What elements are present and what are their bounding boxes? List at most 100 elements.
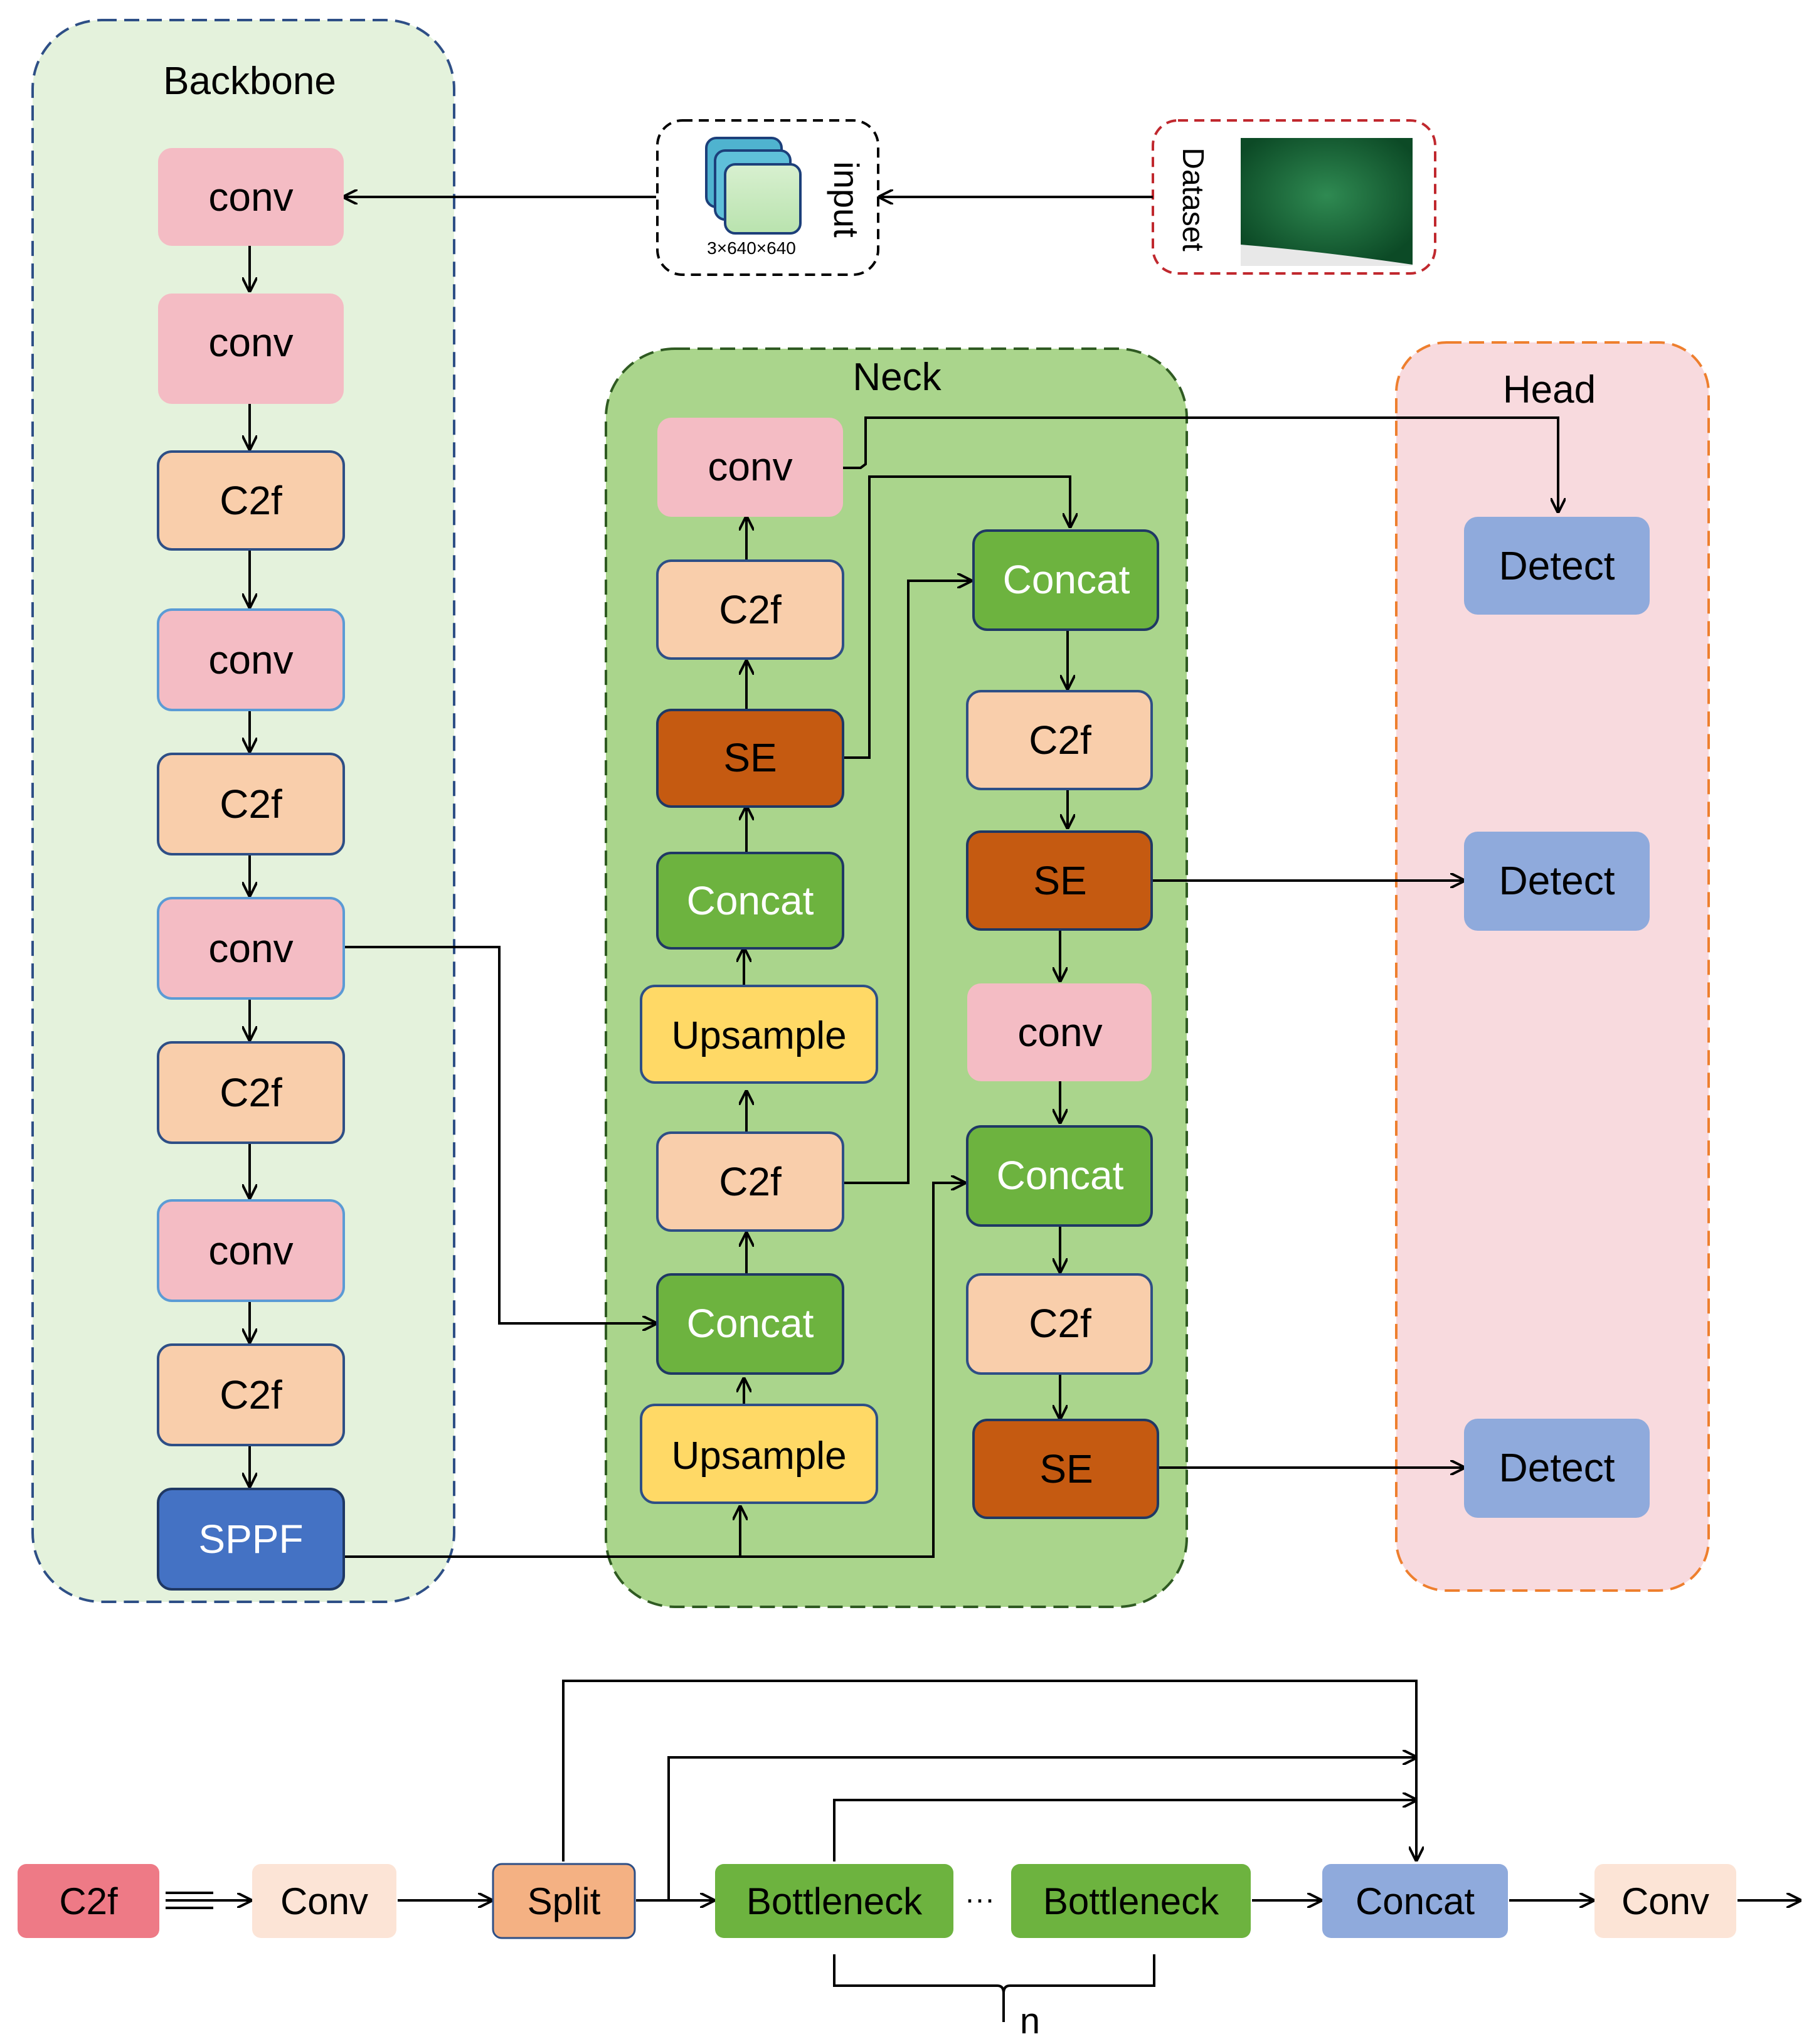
dataset-label: Dataset [1176, 147, 1209, 251]
dataset-image-desk [1241, 245, 1413, 266]
c2f-module-split: Split [492, 1863, 636, 1939]
neck-right-blocks: Concat C2f SE conv Concat C2f SE [966, 529, 1159, 1519]
input-tile-front [724, 163, 802, 235]
neck-block-c2f: C2f [966, 1273, 1153, 1375]
block-label: SE [723, 735, 777, 780]
block-label: C2f [59, 1880, 118, 1922]
block-label: Concat [1003, 557, 1130, 602]
c2f-module-connectors [166, 1680, 1800, 2022]
block-label: Detect [1499, 858, 1615, 903]
block-label: Detect [1499, 1445, 1615, 1490]
block-label: C2f [719, 1159, 782, 1204]
block-label: conv [1017, 1010, 1102, 1055]
c2f-module-blocks: C2f Conv Split Bottleneck ··· Bottleneck… [18, 1863, 1736, 2041]
backbone-blocks: conv conv C2f conv C2f conv C2f conv [157, 148, 345, 1591]
arrow-neck-conv-to-detect [843, 416, 1558, 512]
block-label: C2f [1029, 1301, 1091, 1346]
backbone-block-c2f: C2f [157, 450, 345, 551]
block-label: conv [708, 444, 792, 489]
block-label: Split [528, 1880, 601, 1922]
input-label: input [827, 161, 866, 238]
backbone-block-conv: conv [158, 294, 344, 404]
head-block-detect: Detect [1464, 517, 1650, 615]
connectors [250, 197, 1558, 1558]
neck-block-concat: Concat [656, 1273, 844, 1375]
block-label: Concat [997, 1153, 1124, 1198]
backbone-block-c2f: C2f [157, 1343, 345, 1446]
skip-bottleneck-to-concat [833, 1800, 1416, 1861]
block-label: Upsample [671, 1014, 846, 1057]
block-label: conv [208, 637, 293, 682]
neck-block-c2f: C2f [656, 559, 844, 660]
block-label: C2f [220, 1070, 282, 1115]
neck-block-upsample: Upsample [640, 985, 878, 1084]
neck-block-se: SE [966, 830, 1153, 931]
block-label: Concat [687, 1301, 814, 1346]
backbone-block-conv: conv [157, 608, 345, 711]
neck-block-concat: Concat [656, 852, 844, 950]
block-label: C2f [719, 587, 782, 632]
repeat-count-label: n [1020, 2001, 1040, 2041]
block-label: conv [208, 1228, 293, 1273]
block-label: Bottleneck [1043, 1880, 1219, 1922]
neck-block-concat: Concat [966, 1125, 1153, 1227]
c2f-module-c2f: C2f [18, 1864, 159, 1938]
block-label: Conv [280, 1880, 368, 1922]
head-blocks: Detect Detect Detect [1464, 517, 1650, 1518]
head-block-detect: Detect [1464, 1419, 1650, 1518]
block-label: Concat [687, 878, 814, 923]
block-label: C2f [220, 1372, 282, 1417]
block-label: C2f [220, 781, 282, 827]
skip-split-to-concat [562, 1680, 1416, 1861]
block-label: conv [208, 320, 293, 365]
head-title: Head [1503, 368, 1596, 411]
arrow-neck-c2f-to-concat [843, 581, 971, 1184]
neck-block-c2f: C2f [656, 1131, 844, 1232]
neck-title: Neck [852, 356, 942, 399]
backbone-title: Backbone [163, 60, 336, 103]
input-box: 3×640×640 input [656, 119, 879, 276]
block-label: Concat [1355, 1880, 1475, 1922]
neck-block-se: SE [656, 709, 844, 808]
c2f-module-bottleneck: Bottleneck [1011, 1864, 1251, 1938]
block-label: Detect [1499, 543, 1615, 588]
block-label: SE [1039, 1446, 1093, 1491]
block-label: Upsample [671, 1434, 846, 1478]
neck-block-upsample: Upsample [640, 1404, 878, 1504]
head-panel [1395, 341, 1710, 1592]
backbone-block-sppf: SPPF [157, 1488, 345, 1591]
neck-left-blocks: conv C2f SE Concat Upsample C2f Concat [640, 418, 878, 1504]
block-label: C2f [1029, 718, 1091, 763]
neck-block-se: SE [972, 1419, 1159, 1519]
neck-block-c2f: C2f [966, 690, 1153, 790]
block-label: conv [208, 926, 293, 971]
c2f-module-bottleneck: Bottleneck [715, 1864, 953, 1938]
backbone-block-conv: conv [157, 1199, 345, 1302]
backbone-block-c2f: C2f [157, 753, 345, 855]
dataset-box: Dataset [1152, 119, 1436, 275]
c2f-module-concat: Concat [1322, 1864, 1508, 1938]
arrow-bb-conv-to-neck-concat [344, 946, 656, 1323]
block-label: C2f [220, 478, 282, 523]
block-label: SE [1033, 858, 1086, 903]
block-label: conv [208, 174, 293, 220]
c2f-module-conv: Conv [252, 1864, 396, 1938]
block-label: SPPF [198, 1517, 303, 1562]
neck-block-concat: Concat [972, 529, 1159, 631]
skip-split-branch-to-concat [667, 1757, 1416, 1900]
arrow-neck-se-to-concat [843, 475, 1070, 759]
repeat-brace [833, 1954, 1155, 2022]
block-label: Conv [1621, 1880, 1709, 1922]
backbone-block-conv: conv [157, 897, 345, 1000]
ellipsis: ··· [965, 1883, 995, 1916]
backbone-block-conv: conv [158, 148, 344, 246]
dataset-image [1241, 138, 1413, 266]
c2f-module-conv: Conv [1594, 1864, 1736, 1938]
head-block-detect: Detect [1464, 832, 1650, 931]
arrow-sppf-to-right-concat [740, 1183, 965, 1558]
backbone-block-c2f: C2f [157, 1041, 345, 1144]
block-label: Bottleneck [746, 1880, 923, 1922]
neck-block-conv: conv [967, 983, 1152, 1081]
input-size-label: 3×640×640 [707, 238, 796, 258]
